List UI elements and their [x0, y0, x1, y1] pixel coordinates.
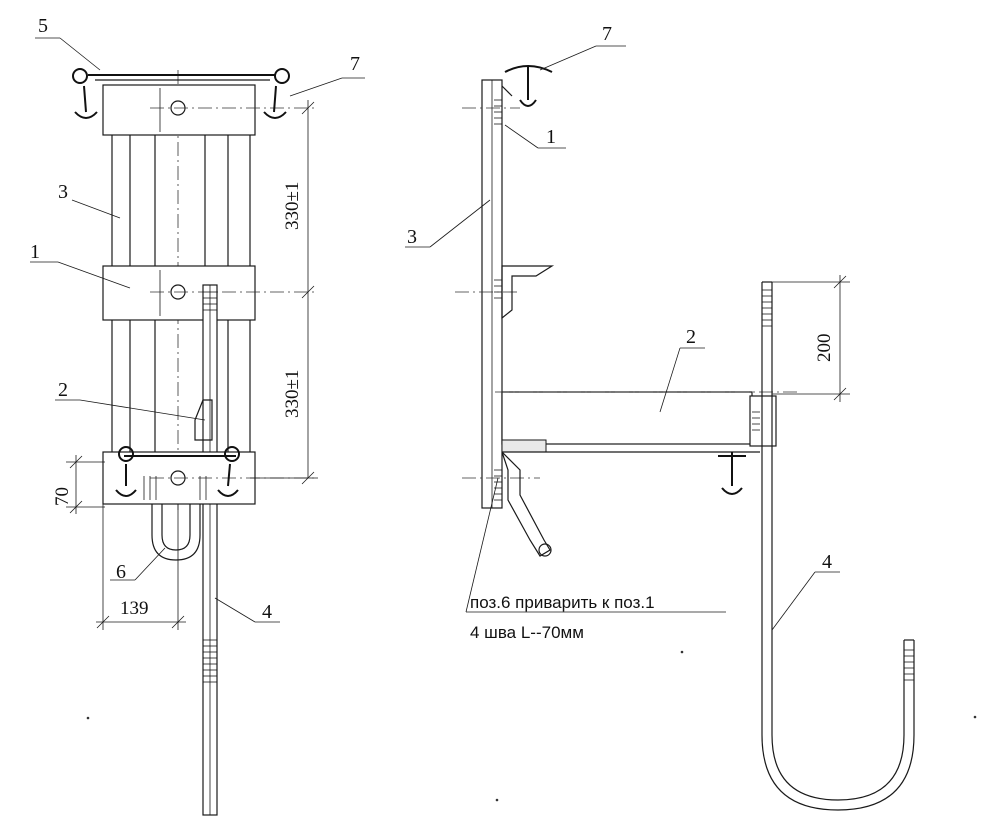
u-bolt-pos6: [151, 504, 201, 561]
dim-spacing-top: 330±1: [282, 182, 303, 230]
wing-bolt-icon: [501, 65, 553, 107]
side-leader-lines: [405, 45, 726, 613]
side-post: [455, 79, 540, 509]
label-pos1-side: 1: [546, 126, 556, 148]
wing-bolt-icon: [718, 452, 746, 495]
horizontal-arm: [495, 391, 800, 447]
lower-angle: [501, 439, 760, 557]
bracket-pos2-front: [194, 399, 213, 441]
top-clamp: [72, 68, 315, 136]
label-pos3-front: 3: [58, 181, 68, 203]
wing-bolt-icon: [217, 446, 240, 497]
label-pos1-front: 1: [30, 241, 40, 263]
dim-width-139: 139: [120, 598, 149, 619]
wing-bolt-icon: [115, 446, 137, 497]
dim-hook-200: 200: [814, 334, 835, 363]
stray-dot: [86, 716, 90, 720]
front-dimension-lines: [66, 100, 318, 630]
rod-pos4-front: [202, 284, 218, 816]
wing-bolt-icon: [263, 68, 290, 119]
dim-spacing-bottom: 330±1: [282, 370, 303, 418]
hook-view: [761, 275, 915, 811]
label-pos5: 5: [38, 15, 48, 37]
label-pos7-front: 7: [350, 53, 360, 75]
wing-bolt-icon: [72, 68, 98, 119]
label-pos7-side: 7: [602, 23, 612, 45]
side-view: [405, 45, 800, 613]
weld-note-line1: поз.6 приварить к поз.1: [470, 593, 655, 612]
label-pos3-side: 3: [407, 226, 417, 248]
weld-note-line2: 4 шва L--70мм: [470, 623, 584, 642]
front-view: [30, 37, 365, 816]
label-pos2-front: 2: [58, 379, 68, 401]
stray-dot: [680, 650, 684, 654]
stray-dot: [973, 715, 977, 719]
bottom-clamp: [102, 446, 315, 505]
label-pos6: 6: [116, 561, 126, 583]
label-pos2-side: 2: [686, 326, 696, 348]
front-leader-lines: [30, 37, 365, 623]
stray-dot: [495, 798, 499, 802]
label-pos4-front: 4: [262, 601, 272, 623]
angle-bracket: [501, 265, 555, 320]
dim-height-70: 70: [52, 487, 73, 506]
label-pos4-hook: 4: [822, 551, 832, 573]
middle-clamp: [102, 265, 315, 321]
